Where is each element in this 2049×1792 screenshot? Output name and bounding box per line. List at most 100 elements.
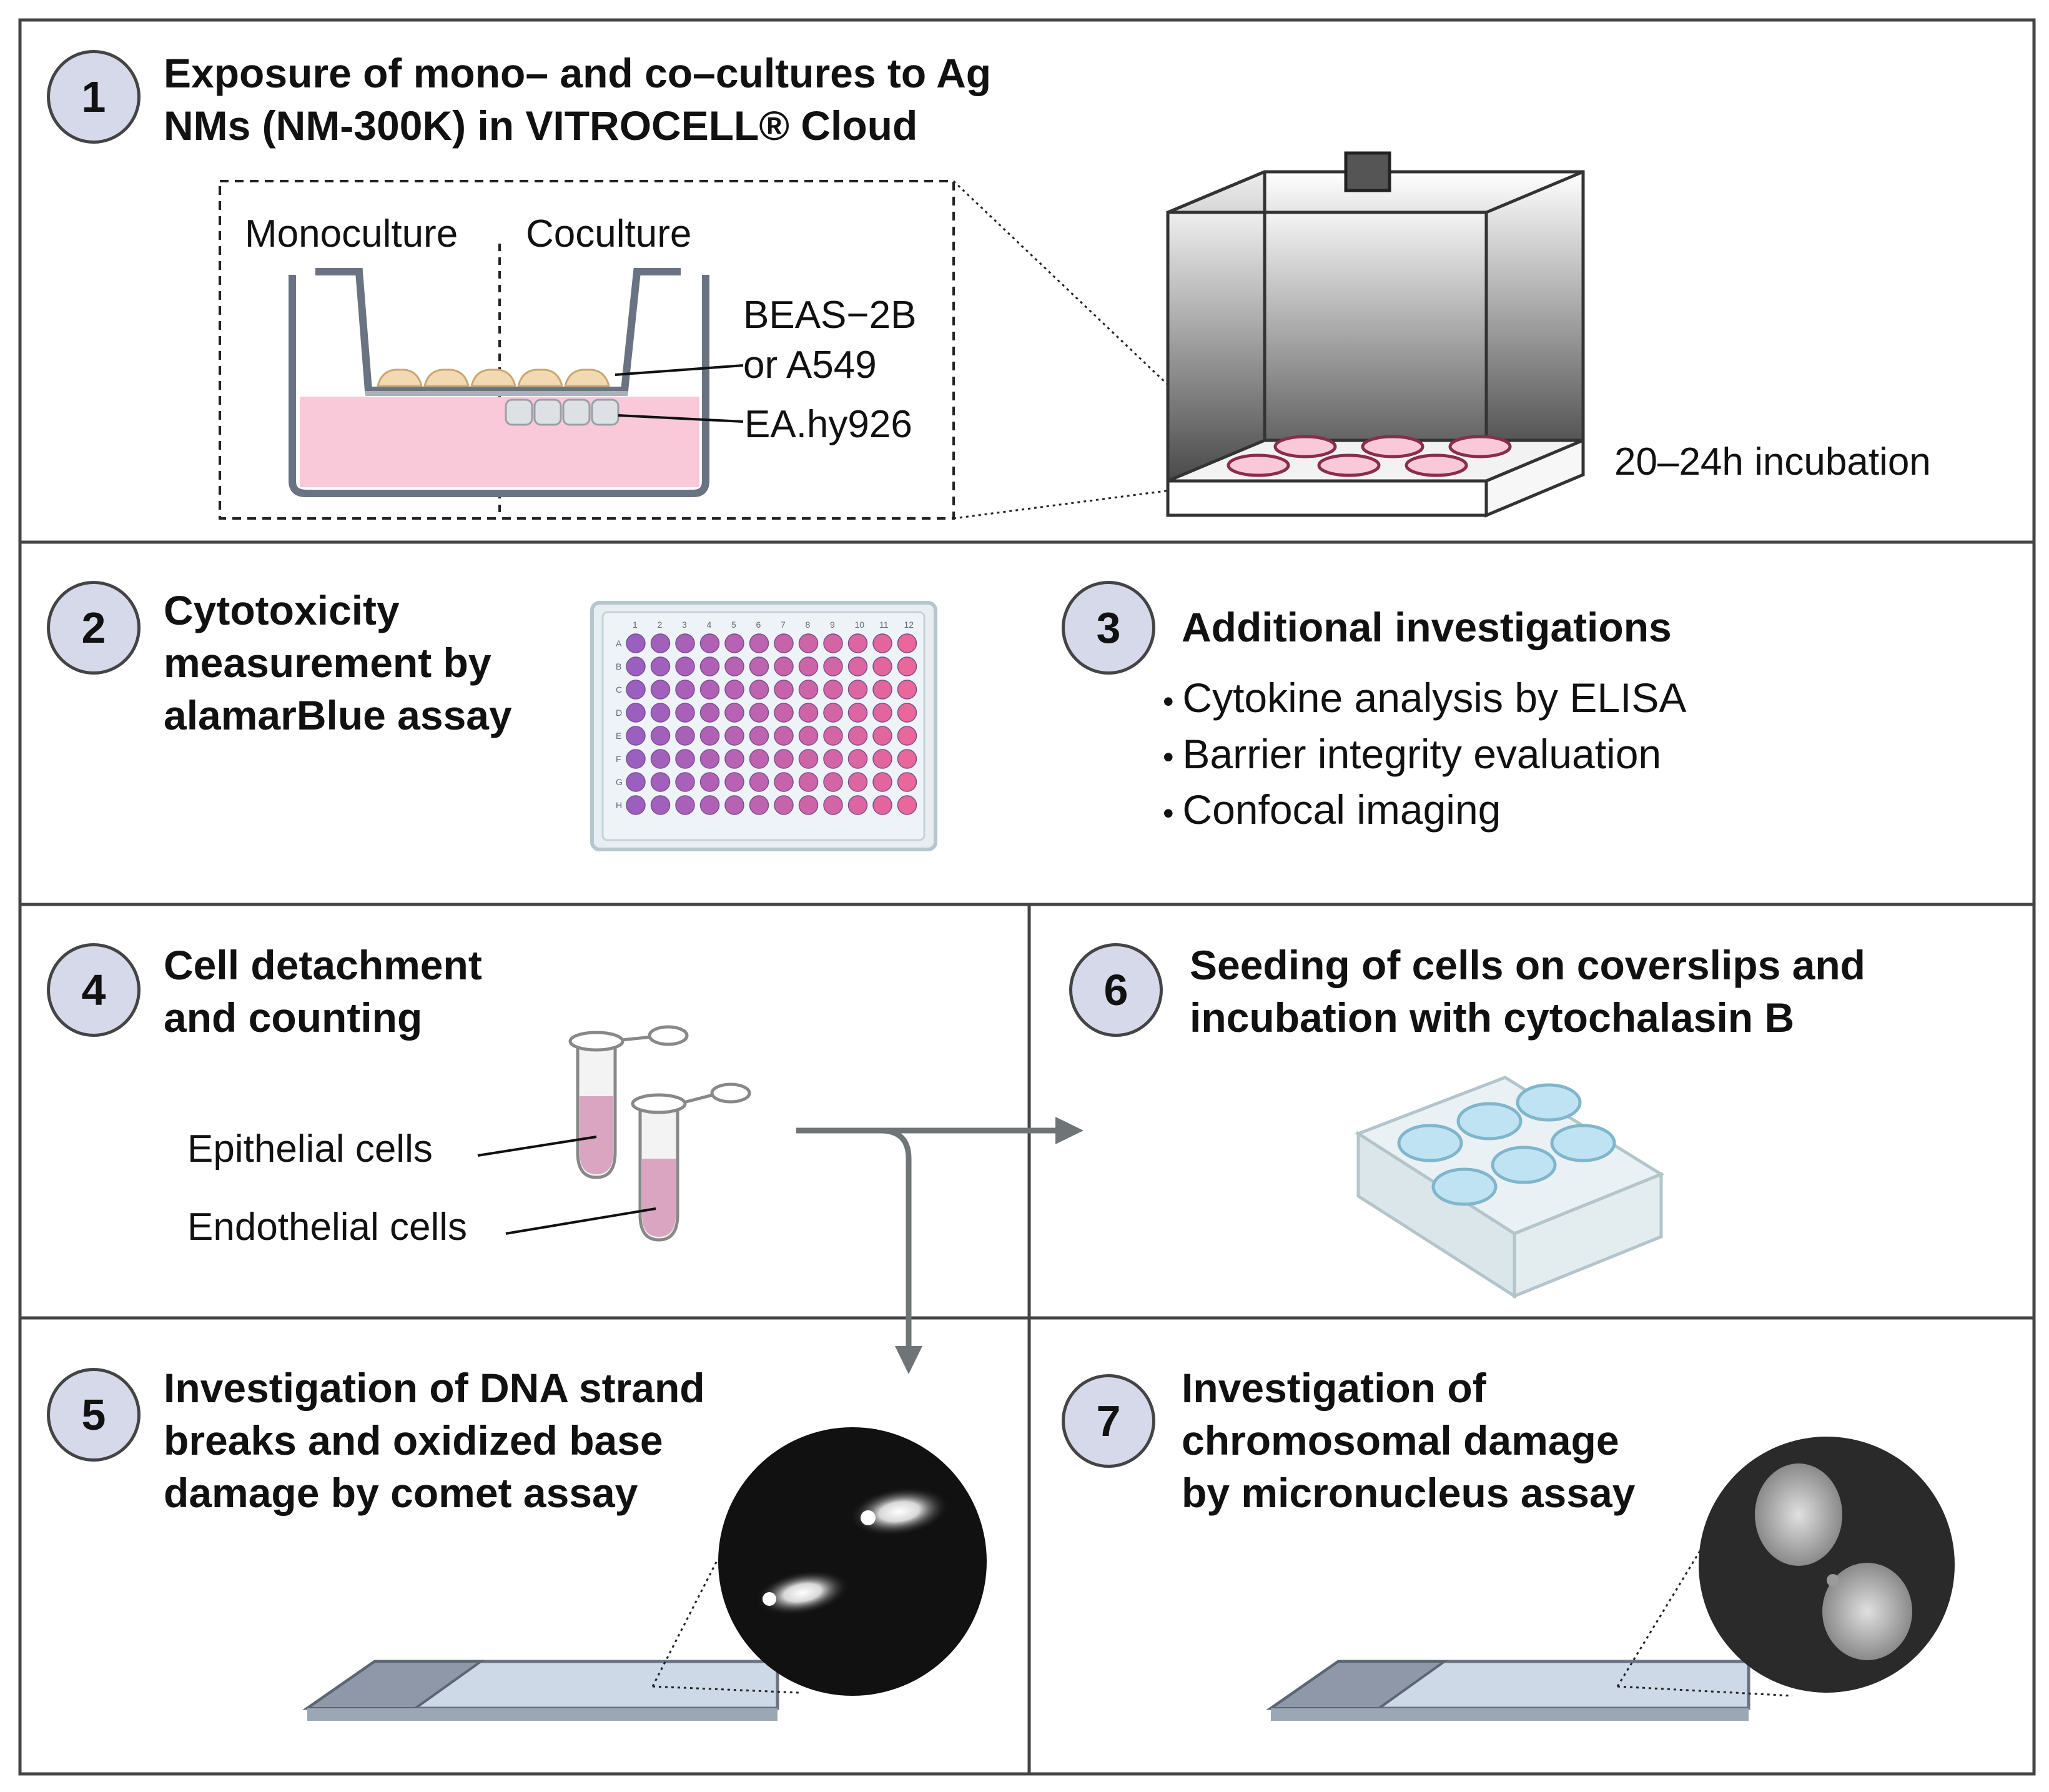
step-badge-5: 5 [47,1368,141,1462]
plate-well [897,656,917,676]
plate-col-label: 9 [830,620,835,630]
epithelial-label: Epithelial cells [187,1127,433,1171]
insert [315,268,681,394]
plate-well [823,726,843,746]
plate-well [749,656,769,676]
bullet-item: Confocal imaging [1163,783,1686,839]
plate-well [872,633,892,653]
plate-well [872,726,892,746]
cloud-nozzle [1344,151,1391,192]
leader-eahy [618,414,744,423]
plate-well [774,633,794,653]
plate-well [626,726,646,746]
plate-col-label: 11 [879,620,889,630]
plate-well [650,726,671,746]
plate-well [798,726,819,746]
cloud-wells [1227,435,1512,477]
plate-well [724,680,744,700]
plate-well [847,772,868,792]
plate-well [626,795,646,815]
plate-well [675,656,695,676]
comet-micrograph [718,1427,987,1696]
plate-well [724,749,744,769]
6-well-plate [1355,1076,1665,1299]
arrow-head-down [895,1346,922,1374]
plate-well [675,703,695,723]
plate-well [724,656,744,676]
plate-col-label: 5 [731,620,736,630]
plate-well [823,703,843,723]
plate-well [699,703,720,723]
plate-well [897,772,917,792]
plate-well [724,633,744,653]
panel4-title: Cell detachment and counting [164,939,482,1044]
panel5-title: Investigation of DNA strand breaks and o… [164,1362,705,1519]
step-badge-1: 1 [47,50,141,144]
plate-well [749,772,769,792]
beas-label-line2: or A549 [743,344,877,387]
plate-well [774,703,794,723]
plate-well [847,703,868,723]
dashed-zoom-box [219,180,955,520]
plate-row-label: B [616,661,621,671]
plate-row-label: A [616,638,622,648]
step-badge-3: 3 [1062,581,1155,675]
panel3-bullets: Cytokine analysis by ELISA Barrier integ… [1163,671,1686,839]
medium [300,397,699,487]
plate-well [724,726,744,746]
plate-well [699,772,720,792]
arrow-head-right [1055,1117,1084,1144]
plate-well [847,656,868,676]
bullet-item: Cytokine analysis by ELISA [1163,671,1686,728]
panel7-title-line1: Investigation of [1182,1365,1486,1411]
plate-well [699,749,720,769]
micronucleus-slide [1266,1542,1793,1721]
plate-well [650,795,671,815]
outer-well [289,275,709,497]
plate-well [749,726,769,746]
plate-well [798,795,819,815]
plate-well [749,795,769,815]
plate-well [847,749,868,769]
panel1-title-line1: Exposure of mono– and co–cultures to Ag [164,50,992,96]
panel7-title-line2: chromosomal damage [1182,1417,1619,1463]
plate-well [724,703,744,723]
plate-col-label: 1 [633,620,638,630]
plate-wells [626,633,917,815]
plate-well [699,633,720,653]
plate-well [872,680,892,700]
endothelial-label: Endothelial cells [187,1205,468,1249]
plate-well [675,633,695,653]
leader-endothelial [505,1207,656,1235]
plate-row-label: G [616,777,623,787]
plate-col-label: 7 [781,620,786,630]
tubes-illustration [477,1025,751,1242]
plate-well [749,749,769,769]
panel1-title: Exposure of mono– and co–cultures to Ag … [164,47,991,152]
leader-epithelial [477,1136,597,1157]
plate-well [872,656,892,676]
plate-well [724,795,744,815]
plate-row-label: E [616,731,621,741]
plate-well [823,633,843,653]
eahy-label: EA.hy926 [744,403,912,446]
transwell-illustration [219,180,955,520]
panel7-title-line3: by micronucleus assay [1182,1470,1636,1516]
plate-well [897,749,917,769]
step-badge-7: 7 [1062,1374,1155,1468]
micronucleus-micrograph [1699,1437,1955,1693]
plate-well [749,703,769,723]
plate-col-label: 12 [904,620,914,630]
plate-well [872,795,892,815]
panel2-title-line3: alamarBlue assay [164,692,512,738]
plate-well [699,795,720,815]
plate-well [724,772,744,792]
plate-well [847,726,868,746]
plate-well [774,795,794,815]
step-badge-2: 2 [47,581,141,675]
plate-well [897,726,917,746]
plate-well [650,680,671,700]
